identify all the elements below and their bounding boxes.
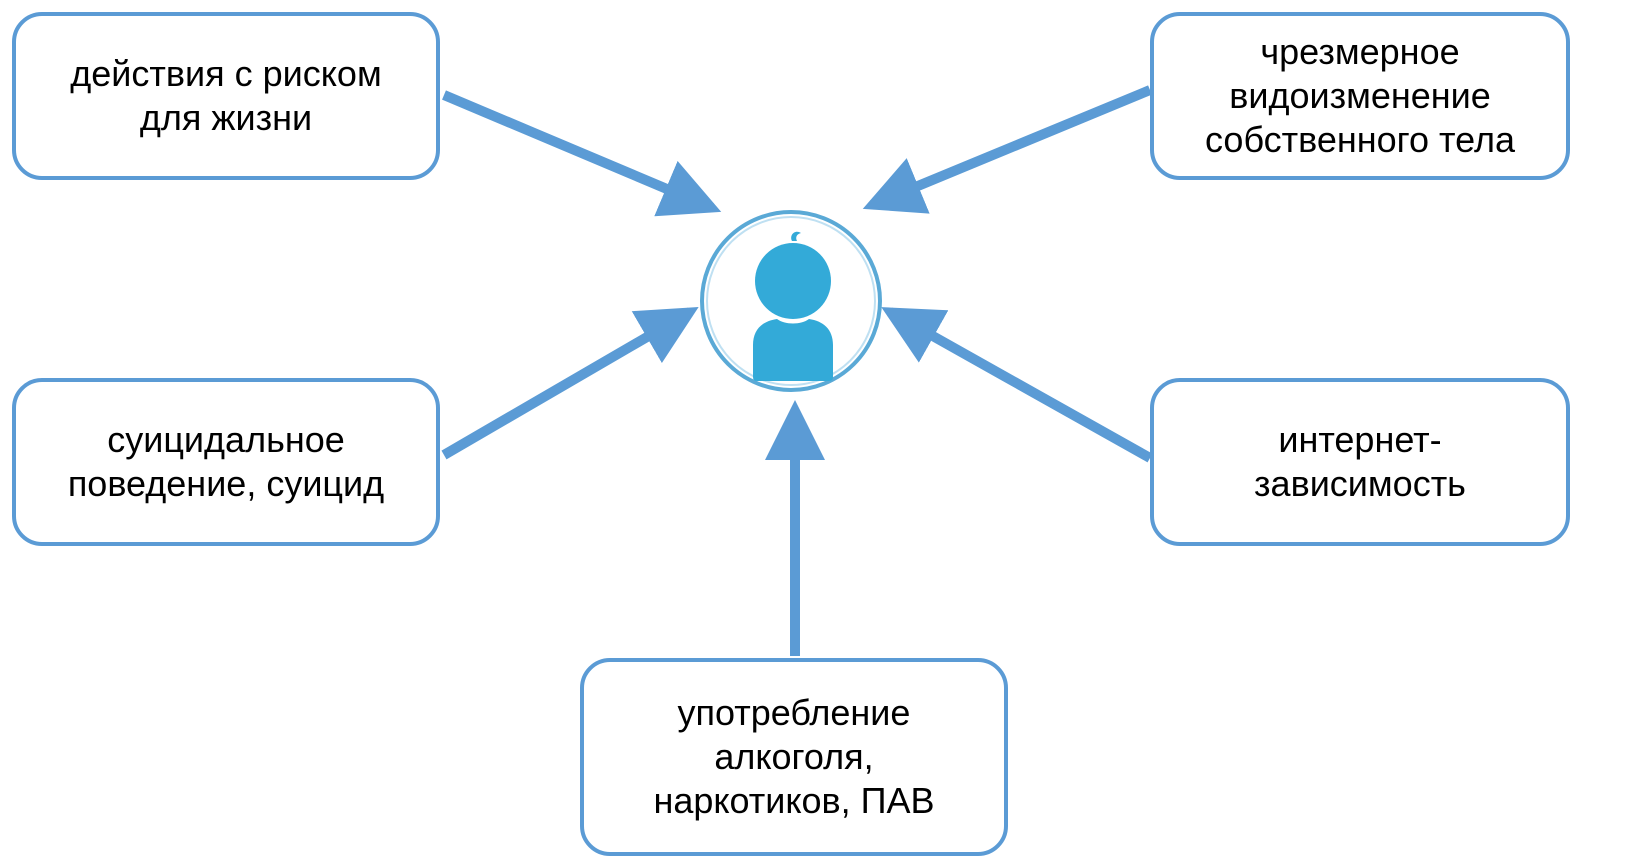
node-body-modification: чрезмерное видоизменение собственного те…: [1150, 12, 1570, 180]
node-substance-use-label: употребление алкоголя, наркотиков, ПАВ: [653, 692, 935, 821]
node-risk-actions-label: действия с риском для жизни: [70, 53, 382, 138]
node-internet-addiction-label: интернет- зависимость: [1254, 419, 1466, 504]
arrow-mid-left: [441, 306, 699, 460]
arrow-top-left: [442, 90, 722, 217]
arrow-mid-right: [881, 307, 1153, 463]
node-substance-use: употребление алкоголя, наркотиков, ПАВ: [580, 658, 1008, 856]
center-node: [700, 210, 882, 392]
node-internet-addiction: интернет- зависимость: [1150, 378, 1570, 546]
arrow-top-right: [862, 85, 1152, 214]
person-icon: [753, 231, 833, 381]
node-suicidal-behavior: суицидальное поведение, суицид: [12, 378, 440, 546]
node-suicidal-behavior-label: суицидальное поведение, суицид: [67, 419, 385, 504]
node-body-modification-label: чрезмерное видоизменение собственного те…: [1205, 31, 1515, 160]
node-risk-actions: действия с риском для жизни: [12, 12, 440, 180]
center-circle-inner-ring: [706, 216, 876, 386]
